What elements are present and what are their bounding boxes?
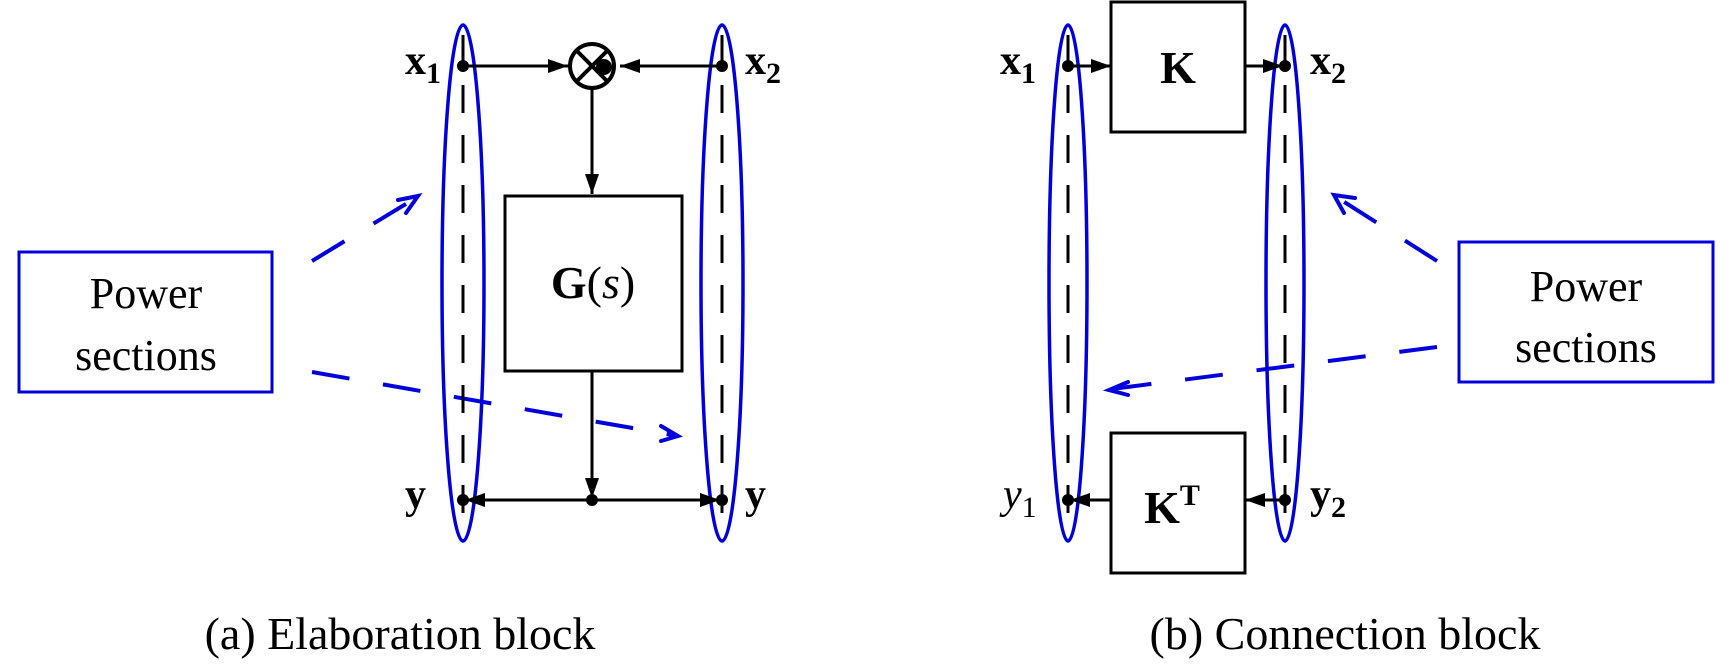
caption-elaboration-block: (a) Elaboration block	[205, 608, 596, 659]
label-y-right: y	[745, 472, 766, 518]
power-section-left	[1047, 23, 1089, 543]
power-section-right	[699, 23, 745, 543]
block-g-paren-close: )	[620, 257, 635, 308]
block-g-main: G	[551, 257, 587, 308]
label-x2: x2	[1310, 38, 1346, 90]
power-section-pointer-lower	[1102, 345, 1438, 397]
power-sections-frame	[1457, 240, 1715, 384]
power-sections-line1: Power	[1530, 262, 1643, 311]
power-section-pointer-lower	[311, 370, 683, 443]
port-dot	[716, 494, 728, 506]
label-x2: x2	[745, 38, 781, 90]
section-ellipse	[1264, 23, 1306, 543]
power-section-pointer-upper	[310, 193, 423, 263]
svg-text:G(s): G(s)	[551, 257, 635, 308]
power-sections-line2: sections	[75, 331, 217, 380]
label-y2: y2	[1310, 472, 1346, 524]
label-y-left: y	[405, 472, 426, 518]
port-dot	[716, 60, 728, 72]
label-x1: x1	[405, 38, 441, 90]
port-dot	[1279, 60, 1291, 72]
block-k-label: K	[1160, 42, 1196, 93]
port-dot	[457, 60, 469, 72]
arrowhead-icon	[396, 193, 423, 215]
gain-block-k-transpose: KT	[1109, 431, 1247, 575]
block-g-paren-open: (	[587, 257, 602, 308]
transfer-block-g: G(s)	[503, 194, 684, 373]
gain-block-k: K	[1109, 0, 1247, 134]
svg-text:KT: KT	[1144, 479, 1200, 533]
section-ellipse	[699, 23, 745, 543]
arrowhead-icon	[1330, 192, 1357, 215]
port-dot	[1062, 494, 1074, 506]
power-section-right	[1264, 23, 1306, 543]
block-kt-sup: T	[1180, 479, 1200, 512]
panel-elaboration-block: Power sections	[17, 23, 781, 659]
label-x1: x1	[1000, 38, 1036, 90]
power-sections-line1: Power	[90, 269, 203, 318]
multiplier-junction-icon	[568, 42, 616, 90]
panel-connection-block: K KT x1 x2 y1 y2	[999, 0, 1715, 659]
power-sections-box-right: Power sections	[1457, 240, 1715, 384]
section-ellipse	[1047, 23, 1089, 543]
caption-connection-block: (b) Connection block	[1150, 608, 1541, 659]
power-section-pointer-upper	[1330, 192, 1439, 263]
section-ellipse	[440, 23, 486, 543]
port-dot	[1279, 494, 1291, 506]
arrowhead-icon	[1102, 380, 1130, 397]
port-dot	[457, 494, 469, 506]
block-kt-main: K	[1144, 482, 1180, 533]
block-g-var: s	[602, 257, 620, 308]
power-section-left	[440, 23, 486, 543]
power-sections-box-left: Power sections	[17, 250, 274, 394]
port-dot	[1062, 60, 1074, 72]
arrowhead-icon	[659, 424, 683, 443]
junction-dot	[586, 494, 598, 506]
power-sections-line2: sections	[1515, 323, 1657, 372]
label-y1: y1	[999, 472, 1037, 524]
power-sections-frame	[17, 250, 274, 394]
